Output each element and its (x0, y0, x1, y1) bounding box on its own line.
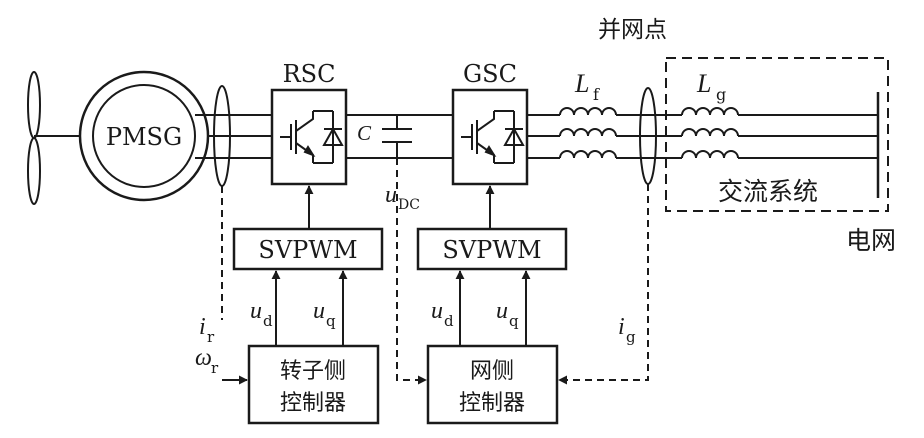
igbt-diode-icon (461, 111, 523, 163)
lf-label: L f (574, 69, 600, 104)
rsc-converter: RSC (272, 60, 346, 184)
ac-system-label: 交流系统 (718, 177, 818, 206)
capacitor-label: C (357, 121, 372, 145)
svg-text:g: g (626, 328, 636, 346)
igbt-diode-icon (280, 111, 342, 163)
grid-side-controller: 网侧 控制器 (428, 346, 557, 423)
svg-text:u: u (431, 298, 443, 324)
svg-text:f: f (593, 85, 600, 104)
gsc-converter: GSC (453, 60, 527, 184)
svg-text:SVPWM: SVPWM (442, 236, 541, 264)
svg-text:u: u (250, 298, 262, 324)
ig-label: i g (618, 314, 636, 346)
svg-text:u: u (496, 298, 508, 324)
svg-text:u: u (313, 298, 325, 324)
ud-left-label: u d (250, 298, 273, 330)
svg-text:L: L (696, 69, 711, 98)
pmsg-generator: PMSG (80, 72, 208, 200)
pcc-label: 并网点 (598, 17, 667, 43)
svg-text:控制器: 控制器 (459, 391, 525, 416)
ir-label: i r (199, 314, 215, 346)
pmsg-label: PMSG (106, 123, 182, 151)
svg-text:i: i (618, 314, 625, 340)
grid-label: 电网 (846, 226, 896, 255)
uq-left-label: u q (313, 298, 336, 330)
lg-label: L g (696, 69, 726, 104)
grid-phase-lines (527, 108, 878, 158)
svg-text:q: q (509, 312, 519, 330)
udc-label: u DC (385, 182, 420, 213)
svg-text:转子侧: 转子侧 (280, 359, 346, 384)
svg-text:SVPWM: SVPWM (258, 236, 357, 264)
svg-text:d: d (263, 312, 273, 330)
svg-text:i: i (199, 314, 206, 340)
rsc-label: RSC (283, 60, 336, 88)
svg-text:控制器: 控制器 (280, 391, 346, 416)
gsc-label: GSC (463, 60, 517, 88)
svg-text:d: d (444, 312, 454, 330)
svg-text:g: g (716, 85, 726, 104)
uq-right-label: u q (496, 298, 519, 330)
ud-right-label: u d (431, 298, 454, 330)
svg-text:网侧: 网侧 (470, 359, 514, 384)
svg-text:r: r (207, 328, 215, 346)
svg-text:u: u (385, 182, 397, 208)
wr-label: ω r (195, 345, 219, 377)
svg-text:L: L (574, 69, 589, 98)
svpwm-left-block: SVPWM (234, 229, 382, 269)
rotor-side-controller: 转子侧 控制器 (249, 346, 378, 423)
svg-text:q: q (326, 312, 336, 330)
svg-text:r: r (211, 359, 219, 377)
svg-text:DC: DC (398, 197, 420, 213)
svpwm-right-block: SVPWM (418, 229, 566, 269)
svg-text:ω: ω (195, 345, 212, 371)
turbine-blades-icon (28, 72, 80, 204)
